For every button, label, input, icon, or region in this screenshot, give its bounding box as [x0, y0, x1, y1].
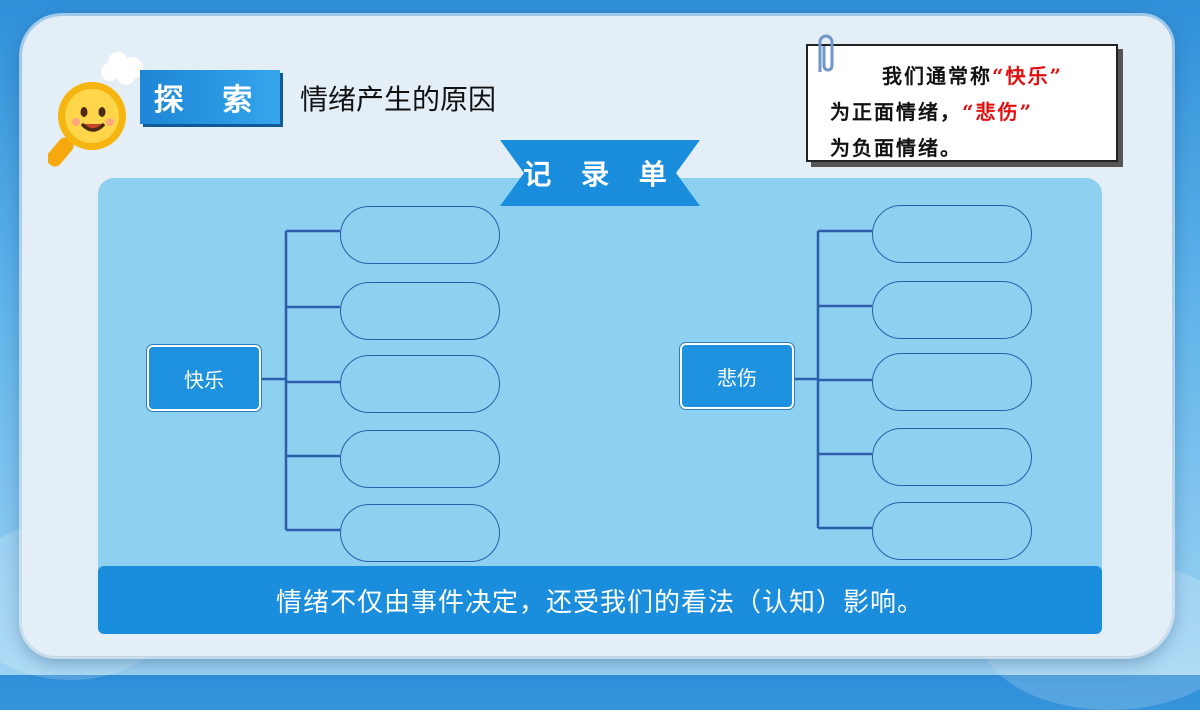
- sad-reason-slot[interactable]: [872, 205, 1032, 263]
- happy-reason-slot[interactable]: [340, 430, 500, 488]
- note-happy-highlight: “快乐”: [992, 64, 1064, 88]
- record-sheet-banner: 记 录 单: [500, 140, 700, 206]
- note-line-3: 为负面情绪。: [830, 136, 962, 160]
- sad-root-node: 悲伤: [680, 343, 794, 409]
- paperclip-icon: [818, 34, 834, 72]
- sad-reason-slot[interactable]: [872, 353, 1032, 411]
- conclusion-bar: 情绪不仅由事件决定，还受我们的看法（认知）影响。: [98, 566, 1102, 634]
- note-line-1: 我们通常称“快乐”: [830, 58, 1100, 94]
- sad-reason-slot[interactable]: [872, 428, 1032, 486]
- sad-reason-slot[interactable]: [872, 281, 1032, 339]
- page-title: 情绪产生的原因: [300, 83, 497, 116]
- explore-tag: 探 索: [140, 70, 280, 124]
- note-sad-highlight: “悲伤”: [962, 100, 1034, 124]
- happy-root-node: 快乐: [147, 345, 261, 411]
- happy-reason-slot[interactable]: [340, 282, 500, 340]
- happy-reason-slot[interactable]: [340, 504, 500, 562]
- thought-cloud-icon: [101, 52, 143, 85]
- note-line-2-text: 为正面情绪，: [830, 100, 962, 124]
- smiley-magnifier-icon: [48, 52, 143, 167]
- happy-reason-slot[interactable]: [340, 355, 500, 413]
- sad-reason-slot[interactable]: [872, 502, 1032, 560]
- definition-note: 我们通常称“快乐” 为正面情绪，“悲伤” 为负面情绪。: [806, 44, 1118, 162]
- note-line-2: 为正面情绪，“悲伤”: [830, 94, 1100, 130]
- note-line-1-text: 我们通常称: [882, 64, 992, 88]
- happy-reason-slot[interactable]: [340, 206, 500, 264]
